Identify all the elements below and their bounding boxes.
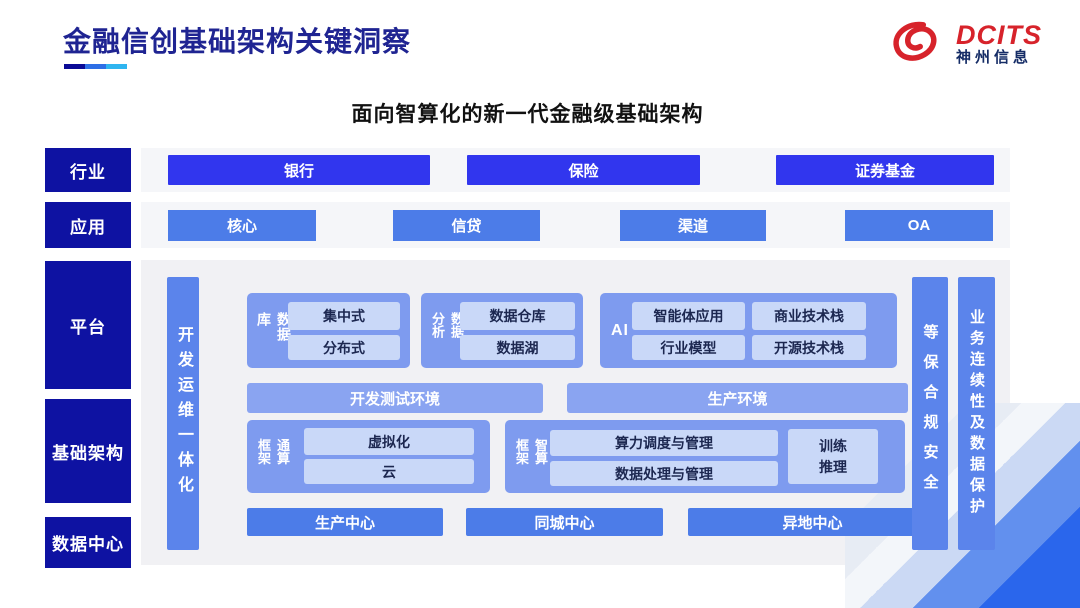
ai-item-opensource-stack: 开源技术栈 xyxy=(752,335,866,360)
industry-item-bank: 银行 xyxy=(168,155,430,185)
security-vertical-bar: 等保合规安全 xyxy=(912,277,948,550)
underline-segment xyxy=(64,64,85,69)
intelligent-compute-item-training-inference: 训练推理 xyxy=(788,429,878,484)
general-compute-item-virtualization: 虚拟化 xyxy=(304,428,474,455)
logo-company-name: 神州信息 xyxy=(956,48,1033,66)
application-item-channel: 渠道 xyxy=(620,210,766,241)
industry-item-insurance: 保险 xyxy=(467,155,700,185)
intelligent-compute-group-label: 智算框架 xyxy=(514,438,548,465)
company-logo: DCITS 神州信息 xyxy=(888,16,1042,71)
analytics-group: 数据分析 数据仓库 数据湖 xyxy=(421,293,583,368)
center-samecity: 同城中心 xyxy=(466,508,663,536)
industry-item-securities: 证券基金 xyxy=(776,155,994,185)
ai-group: AI 智能体应用 商业技术栈 行业模型 开源技术栈 xyxy=(600,293,897,368)
application-item-oa: OA xyxy=(845,210,993,241)
layer-label-application: 应用 xyxy=(45,202,131,248)
layer-label-datacenter: 数据中心 xyxy=(45,517,131,568)
layer-label-industry: 行业 xyxy=(45,148,131,192)
underline-segment xyxy=(85,64,106,69)
general-compute-item-cloud: 云 xyxy=(304,459,474,484)
logo-brand: DCITS xyxy=(956,20,1042,51)
env-bar-devtest: 开发测试环境 xyxy=(247,383,543,413)
ai-item-industry-models: 行业模型 xyxy=(632,335,745,360)
diagram-title: 面向智算化的新一代金融级基础架构 xyxy=(351,103,704,126)
layer-label-infrastructure: 基础架构 xyxy=(45,399,131,503)
page-title: 金融信创基础架构关键洞察 xyxy=(63,26,412,57)
ai-item-agent-apps: 智能体应用 xyxy=(632,302,745,330)
env-bar-production: 生产环境 xyxy=(567,383,908,413)
logo-text: DCITS 神州信息 xyxy=(956,21,1042,65)
ai-group-label: AI xyxy=(611,321,629,339)
intelligent-compute-group: 智算框架 算力调度与管理 数据处理与管理 训练推理 xyxy=(505,420,905,493)
analytics-item-lake: 数据湖 xyxy=(460,335,575,360)
intelligent-compute-item-scheduling: 算力调度与管理 xyxy=(550,430,778,456)
application-item-core: 核心 xyxy=(168,210,316,241)
center-remote: 异地中心 xyxy=(688,508,937,536)
ai-item-commercial-stack: 商业技术栈 xyxy=(752,302,866,330)
layer-label-platform: 平台 xyxy=(45,261,131,389)
application-item-credit: 信贷 xyxy=(393,210,540,241)
database-item-centralized: 集中式 xyxy=(288,302,400,330)
continuity-vertical-bar: 业务连续性及数据保护 xyxy=(958,277,995,550)
devops-vertical-bar: 开发运维一体化 xyxy=(167,277,199,550)
general-compute-group: 通算框架 虚拟化 云 xyxy=(247,420,490,493)
database-group: 数据库 集中式 分布式 xyxy=(247,293,410,368)
logo-swirl-icon xyxy=(888,16,948,71)
underline-segment xyxy=(106,64,127,69)
title-underline xyxy=(64,64,127,69)
general-compute-group-label: 通算框架 xyxy=(256,438,290,465)
database-item-distributed: 分布式 xyxy=(288,335,400,360)
analytics-item-warehouse: 数据仓库 xyxy=(460,302,575,330)
intelligent-compute-item-dataprocessing: 数据处理与管理 xyxy=(550,461,778,486)
center-production: 生产中心 xyxy=(247,508,443,536)
training-inference-label: 训练推理 xyxy=(819,437,847,475)
